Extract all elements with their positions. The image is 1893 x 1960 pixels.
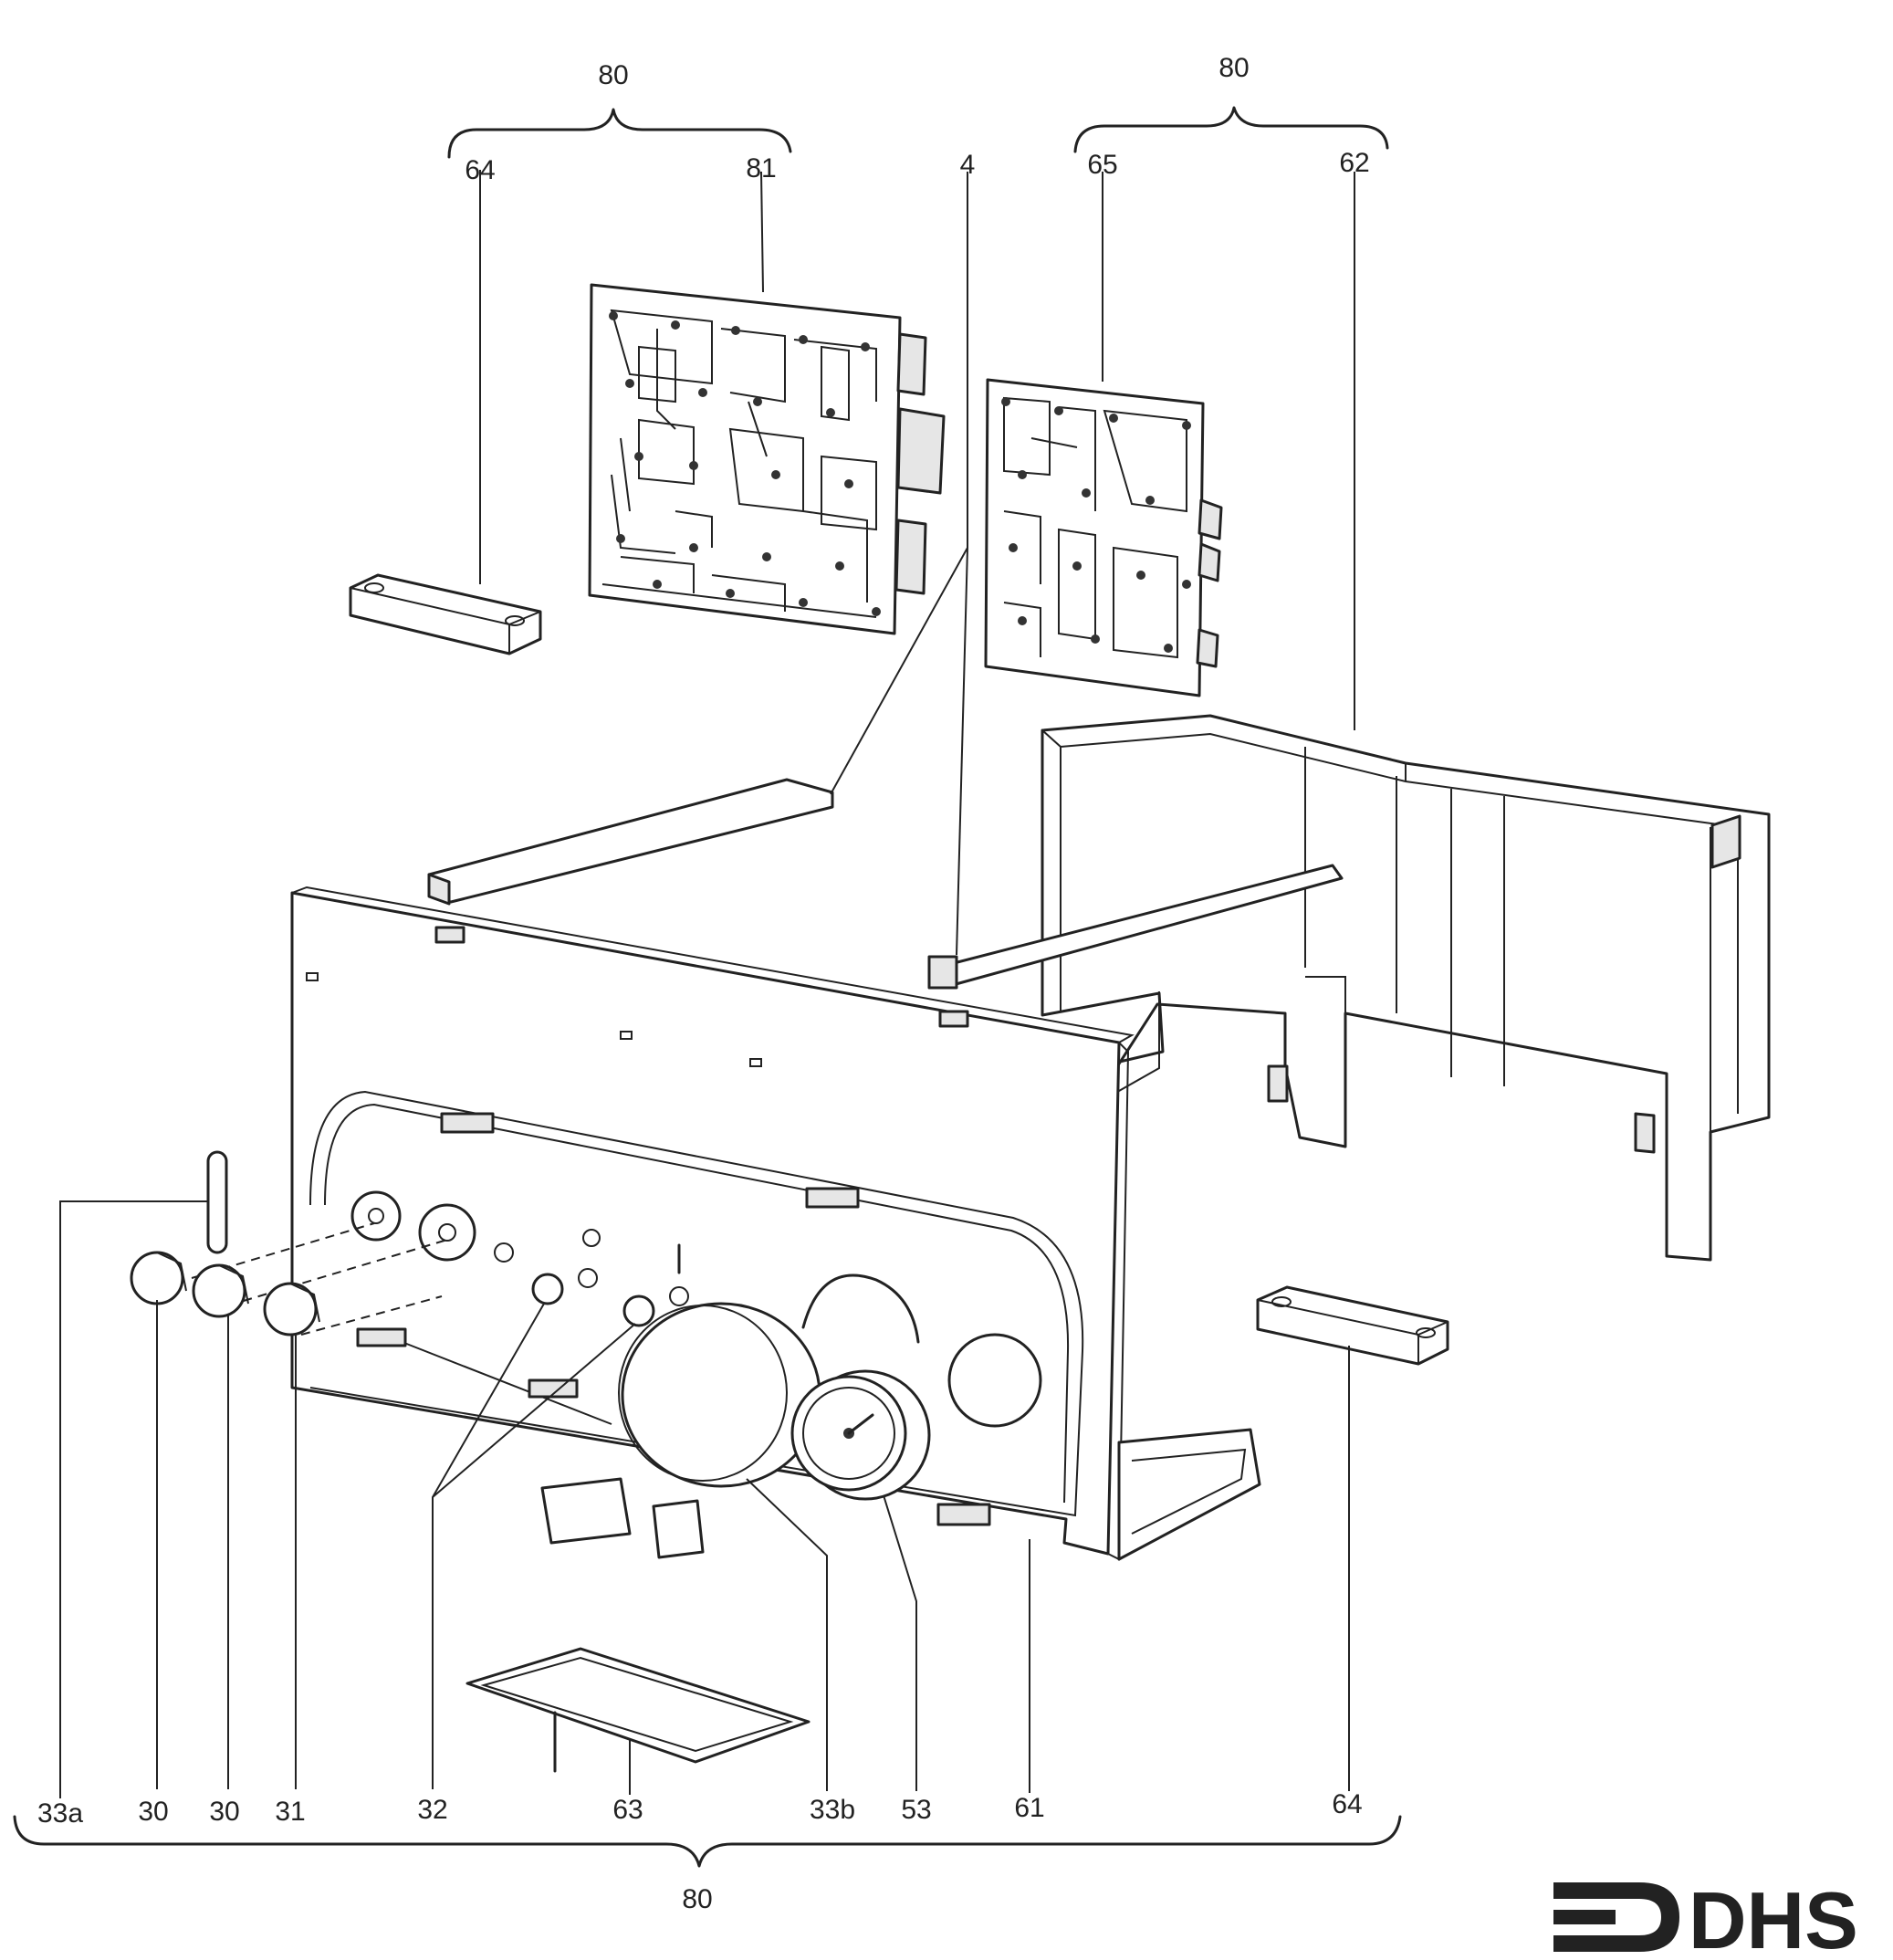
label-63: 63	[612, 1795, 643, 1825]
label-4: 4	[960, 150, 976, 180]
label-80-bottom: 80	[682, 1884, 712, 1914]
leader-lines	[59, 170, 1355, 1798]
label-61: 61	[1014, 1793, 1044, 1823]
gauge-53	[790, 1369, 931, 1501]
logo-text: DHS	[1689, 1875, 1858, 1960]
label-62: 62	[1339, 148, 1369, 178]
bracket-64-bottom	[1256, 1285, 1449, 1366]
bracket-64-top	[349, 573, 542, 655]
circuit-board-65	[984, 378, 1223, 697]
buttons-32	[531, 1229, 689, 1327]
label-64-top: 64	[465, 155, 495, 185]
label-32: 32	[417, 1795, 447, 1825]
rail-4	[427, 778, 1344, 990]
label-81: 81	[746, 153, 776, 183]
label-65: 65	[1087, 150, 1117, 180]
label-30-b: 30	[209, 1797, 239, 1827]
label-64-bottom: 64	[1332, 1789, 1362, 1819]
housing-62	[1041, 714, 1771, 1262]
cover-63	[465, 1477, 811, 1773]
brace-bottom	[13, 1815, 1402, 1868]
circuit-board-81	[588, 283, 946, 635]
label-31: 31	[275, 1797, 305, 1827]
label-30-a: 30	[138, 1797, 168, 1827]
dhs-logo: DHS	[1553, 1875, 1858, 1960]
label-80-top-left: 80	[598, 60, 628, 90]
label-33a: 33a	[37, 1798, 83, 1829]
label-33b: 33b	[810, 1795, 855, 1825]
brace-top-left	[447, 108, 792, 159]
front-panel-61	[290, 886, 1261, 1561]
knob-assembly	[130, 1150, 514, 1336]
label-53: 53	[901, 1795, 931, 1825]
brace-top-right	[1073, 106, 1389, 153]
label-80-top-right: 80	[1218, 53, 1249, 83]
